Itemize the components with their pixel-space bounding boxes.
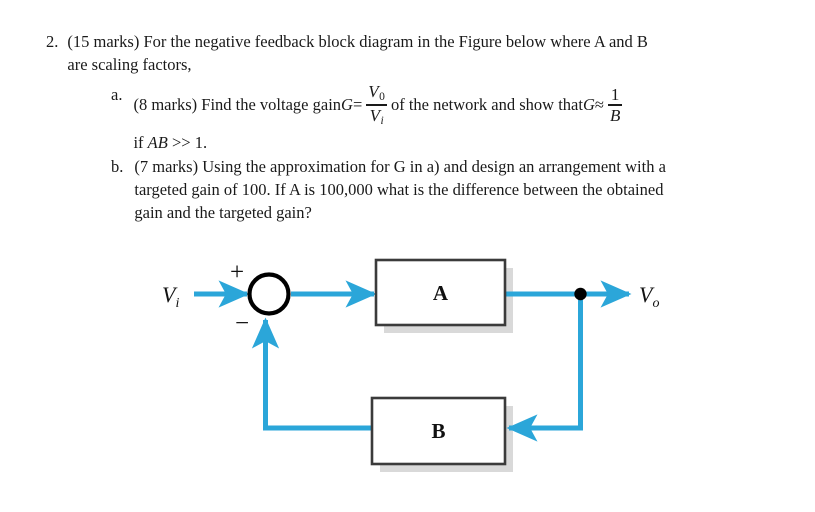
- subpart-b-line1: (7 marks) Using the approximation for G …: [134, 156, 666, 176]
- input-port-v: V: [162, 282, 178, 307]
- question-block: 2. (15 marks) For the negative feedback …: [46, 30, 786, 224]
- subpart-b: b. (7 marks) Using the approximation for…: [111, 155, 786, 224]
- subpart-a-text-before: (8 marks) Find the voltage gain: [133, 95, 342, 115]
- forward-gain-block[interactable]: [374, 258, 507, 327]
- fraction-numerator-vo: V0: [365, 83, 388, 104]
- denominator-sub-i: i: [380, 113, 384, 127]
- forward-gain-block-label: A: [433, 281, 449, 305]
- fraction-bar-1: [366, 104, 387, 106]
- fraction-denominator-b: B: [609, 105, 621, 125]
- feedback-block[interactable]: [370, 396, 507, 466]
- question-number: 2.: [46, 32, 59, 51]
- approx-sign: ≈: [594, 95, 604, 115]
- numerator-sub-0: 0: [379, 90, 385, 104]
- input-port-label: Vi: [162, 282, 179, 311]
- subpart-a-marker: a.: [111, 85, 123, 104]
- denominator-v: V: [369, 105, 380, 125]
- question-main-row: 2. (15 marks) For the negative feedback …: [46, 30, 786, 76]
- subpart-b-body: (7 marks) Using the approximation for G …: [134, 155, 786, 224]
- output-port-sub: o: [652, 296, 659, 311]
- minus-sign-label: −: [235, 310, 249, 337]
- input-port-sub: i: [175, 296, 179, 311]
- gain-symbol-g2: G: [582, 95, 595, 115]
- output-port-v: V: [639, 282, 655, 307]
- question-text: (15 marks) For the negative feedback blo…: [67, 30, 786, 76]
- subpart-a-text-middle: of the network and show that: [390, 95, 583, 115]
- subpart-b-marker: b.: [111, 156, 124, 176]
- gain-symbol-g1: G: [341, 95, 353, 115]
- question-text-line1: (15 marks) For the negative feedback blo…: [67, 32, 648, 51]
- fraction-bar-2: [607, 104, 623, 106]
- equals-sign: =: [352, 95, 363, 115]
- subpart-b-line3: gain and the targeted gain?: [134, 202, 312, 222]
- subpart-b-line2: targeted gain of 100. If A is 100,000 wh…: [134, 179, 664, 199]
- summing-junction[interactable]: [247, 272, 291, 316]
- numerator-v: V: [368, 82, 379, 101]
- feedback-block-label: B: [431, 419, 445, 443]
- plus-sign-label: +: [230, 259, 244, 286]
- question-text-line2: are scaling factors,: [67, 55, 192, 74]
- condition-rest: >> 1.: [171, 132, 208, 152]
- subpart-a-condition: if AB >> 1.: [133, 131, 786, 154]
- output-junction-dot: [574, 287, 587, 301]
- fraction-numerator-1: 1: [610, 84, 620, 104]
- condition-if: if: [133, 132, 144, 152]
- condition-expression: AB: [147, 132, 168, 152]
- output-port-label: Vo: [639, 282, 659, 311]
- fraction-denominator-vi: Vi: [365, 106, 388, 127]
- block-diagram-figure: A B + − Vi Vo: [0, 236, 815, 512]
